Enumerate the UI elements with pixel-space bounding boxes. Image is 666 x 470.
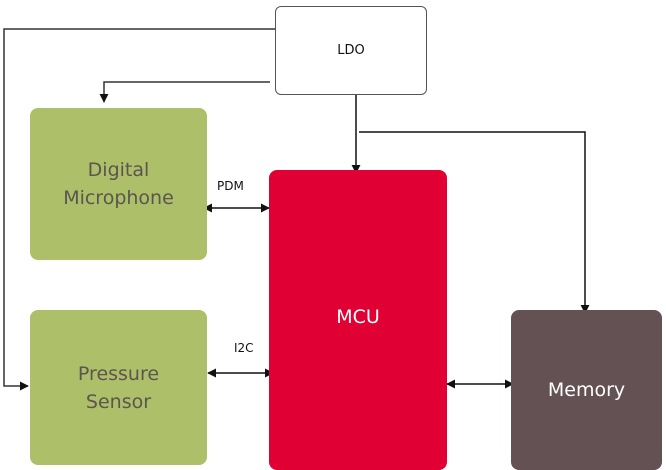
digital-microphone-block[interactable]: Digital Microphone bbox=[30, 108, 207, 260]
i2c-connection-label: I2C bbox=[234, 341, 254, 355]
pdm-connection-label: PDM bbox=[217, 179, 244, 193]
memory-block[interactable]: Memory bbox=[511, 310, 662, 470]
mcu-label: MCU bbox=[336, 306, 380, 328]
memory-label: Memory bbox=[547, 379, 626, 401]
ldo-label: LDO bbox=[337, 42, 365, 58]
wire-layer bbox=[3, 28, 590, 391]
wire-ldo-to-digital-microphone bbox=[99, 81, 270, 103]
digital-microphone-label-line2: Microphone bbox=[63, 187, 174, 209]
mcu-block[interactable]: MCU bbox=[269, 170, 447, 470]
pressure-sensor-label-line1: Pressure bbox=[77, 362, 160, 385]
pressure-sensor-label-line2: Sensor bbox=[85, 390, 152, 413]
digital-microphone-label-line1: Digital bbox=[87, 159, 150, 181]
wire-ldo-to-memory bbox=[359, 131, 590, 314]
wire-ldo-to-pressure-sensor bbox=[3, 28, 275, 391]
ldo-block[interactable]: LDO bbox=[275, 6, 427, 95]
pressure-sensor-block[interactable]: Pressure Sensor bbox=[30, 310, 207, 465]
